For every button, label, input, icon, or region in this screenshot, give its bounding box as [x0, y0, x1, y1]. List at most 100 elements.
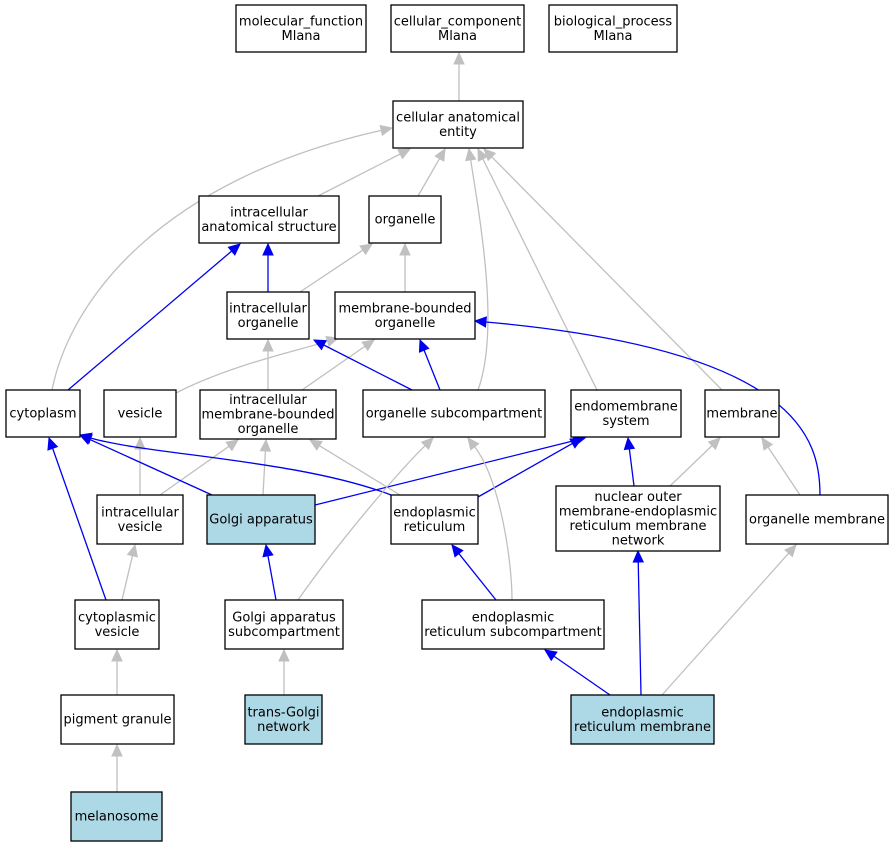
node-label-line: organelle membrane [749, 513, 885, 528]
node-box [421, 599, 605, 650]
edge-is-a-27-line [767, 446, 801, 496]
edge-part-of-30 [262, 543, 277, 601]
edge-is-a-6-arrowhead [483, 148, 497, 162]
node-label-line: Golgi apparatus [232, 610, 336, 625]
edge-part-of-14 [312, 339, 413, 391]
node-label-line: vesicle [95, 625, 140, 640]
node-box [5, 389, 81, 438]
node-box [570, 389, 682, 438]
edge-part-of-23-line [314, 440, 575, 506]
edge-is-a-0-arrowhead [453, 51, 465, 65]
edge-part-of-29 [47, 436, 107, 601]
node-organelle-membrane[interactable]: organelle membrane [745, 494, 889, 545]
node-golgi-apparatus[interactable]: Golgi apparatus [206, 494, 316, 545]
node-label-line: subcompartment [228, 625, 340, 640]
edge-is-a-4 [465, 147, 489, 391]
edge-is-a-31 [297, 437, 434, 601]
edge-is-a-9-arrowhead [359, 243, 374, 256]
edge-part-of-37-line [637, 561, 642, 696]
node-organelle-subcompartment[interactable]: organelle subcompartment [362, 389, 546, 438]
edge-is-a-13-line [301, 345, 366, 391]
node-membrane[interactable]: membrane [704, 389, 780, 438]
edge-is-a-20-line [319, 445, 401, 496]
node-nuclear-outer-membrane-er-network[interactable]: nuclear outermembrane-endoplasmicreticul… [555, 485, 721, 552]
node-box [206, 494, 316, 545]
node-pigment-granule[interactable]: pigment granule [60, 694, 175, 745]
edge-part-of-14-arrowhead [312, 339, 327, 351]
edges-layer [47, 51, 821, 792]
edge-part-of-25 [623, 436, 636, 487]
edge-part-of-25-arrowhead [623, 436, 636, 451]
node-label-line: Golgi apparatus [209, 513, 313, 528]
node-label-line: membrane-bounded [201, 408, 334, 423]
node-box [392, 100, 524, 149]
edge-is-a-38 [661, 544, 797, 696]
node-box [334, 291, 476, 340]
node-box [70, 791, 163, 842]
edge-part-of-15-line [423, 349, 441, 391]
edge-part-of-8 [67, 243, 241, 391]
edge-is-a-18-line [159, 445, 230, 496]
edge-is-a-19-line [262, 450, 267, 496]
edge-is-a-19 [259, 438, 272, 496]
edge-is-a-6-line [491, 156, 723, 391]
edge-part-of-36 [544, 649, 611, 696]
edge-part-of-30-arrowhead [262, 543, 274, 558]
edge-is-a-2 [417, 147, 446, 197]
edge-is-a-17 [134, 436, 146, 495]
edge-is-a-26-line [669, 445, 713, 487]
node-box [555, 485, 721, 552]
node-label-line: vesicle [118, 407, 163, 422]
node-cytoplasm[interactable]: cytoplasm [5, 389, 81, 438]
node-label-line: membrane [706, 407, 777, 422]
node-organelle[interactable]: organelle [368, 195, 442, 244]
edge-is-a-28 [121, 543, 138, 601]
edge-is-a-13-arrowhead [361, 339, 375, 352]
edge-is-a-12 [262, 338, 274, 390]
node-box [704, 389, 780, 438]
node-label-line: biological_process [554, 14, 673, 29]
node-label-line: nuclear outer [594, 490, 682, 505]
edge-is-a-35-arrowhead [278, 648, 290, 662]
node-label-line: melanosome [75, 810, 159, 825]
edge-is-a-33-line [474, 446, 513, 601]
edge-is-a-31-line [297, 445, 426, 601]
edge-part-of-37 [632, 549, 645, 696]
node-box [745, 494, 889, 545]
edge-is-a-34-arrowhead [111, 648, 123, 662]
edge-is-a-3-line [51, 129, 382, 391]
edge-part-of-36-line [553, 655, 611, 696]
node-label-line: cellular_component [394, 14, 522, 29]
node-label-line: organelle [375, 213, 436, 228]
edge-is-a-4-arrowhead [465, 147, 477, 162]
edge-part-of-21-line [89, 438, 213, 496]
edge-is-a-1 [317, 148, 412, 197]
node-box [224, 599, 344, 650]
node-label-line: entity [439, 125, 477, 140]
node-box [198, 195, 340, 244]
edge-part-of-32-arrowhead [451, 544, 464, 558]
node-melanosome[interactable]: melanosome [70, 791, 163, 842]
edge-is-a-13 [301, 339, 375, 391]
node-vesicle[interactable]: vesicle [103, 389, 177, 438]
edge-is-a-9 [299, 243, 374, 293]
edge-part-of-32 [451, 544, 497, 601]
